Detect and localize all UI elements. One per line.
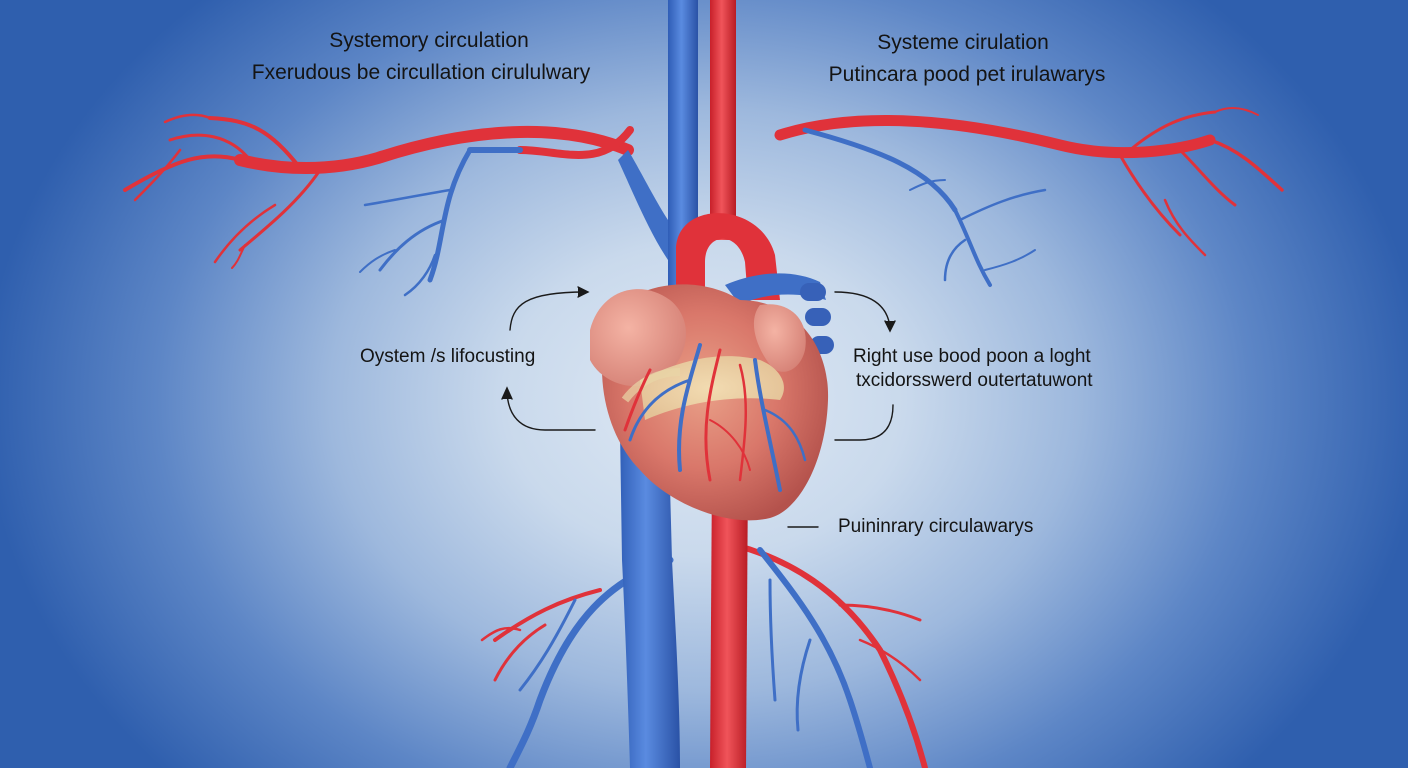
- top-left-title: Systemory circulation: [329, 29, 529, 52]
- flow-arrows: [501, 286, 896, 528]
- left-atrium: [753, 304, 806, 372]
- top-left-subtitle: Fxerudous be circullation cirululwary: [251, 61, 591, 84]
- left-annotation: Oystem /s lifocusting: [360, 346, 536, 367]
- right-annotation-line-2: txcidorsswerd outertatuwont: [856, 370, 1093, 391]
- top-right-title: Systeme cirulation: [877, 31, 1049, 54]
- right-atrium: [590, 289, 687, 387]
- lower-branches: [480, 542, 928, 768]
- arrow-upper-left: [509, 286, 590, 331]
- arrow-lower-right: [834, 404, 894, 441]
- upper-left-branches: [123, 113, 634, 297]
- heart: [590, 284, 829, 521]
- top-right-subtitle: Putincara pood pet irulawarys: [828, 63, 1106, 86]
- arrow-lower-left: [501, 386, 596, 431]
- arrow-upper-right: [834, 291, 896, 333]
- right-annotation-line-1: Right use bood poon a loght: [853, 346, 1091, 367]
- coronary-vessels: [623, 343, 807, 492]
- upper-right-branches: [774, 107, 1284, 287]
- bottom-annotation: Puininrary circulawarys: [838, 516, 1034, 537]
